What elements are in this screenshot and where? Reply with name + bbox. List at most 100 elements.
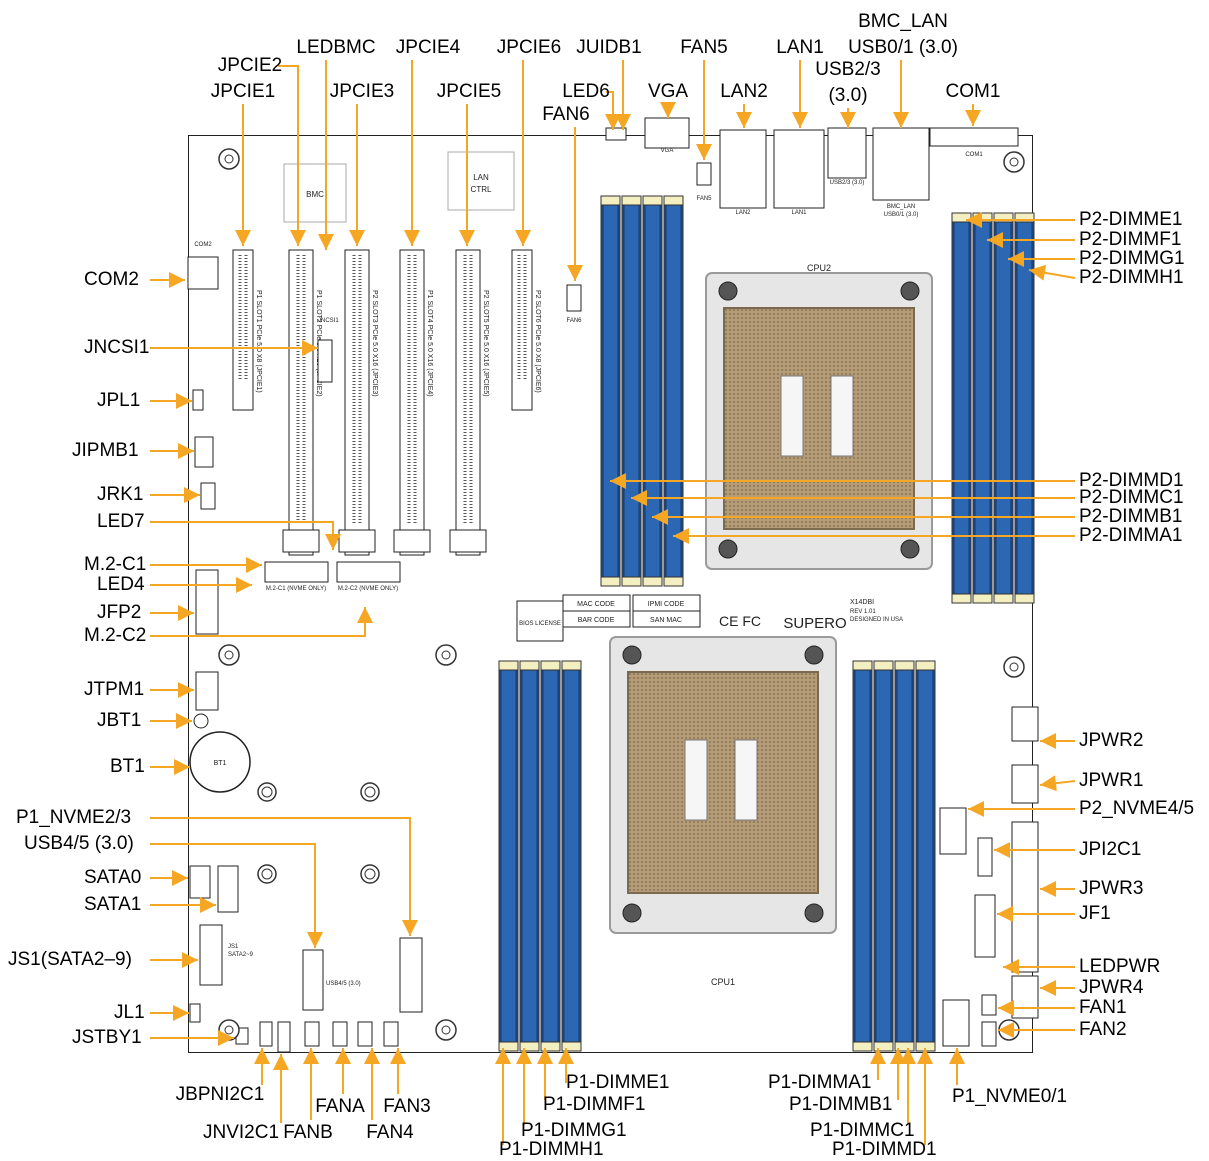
p1-left-dimms-tab-bot-0 [498, 1041, 519, 1052]
lan-ctrl-label-2: CTRL [471, 185, 492, 194]
callout-p2e1: P2-DIMME1 [1079, 209, 1183, 230]
callout-jpcie4: JPCIE4 [395, 37, 461, 58]
p2-right-dimms-tab-bot-0 [951, 593, 972, 604]
com2-silk: COM2 [194, 242, 212, 248]
p2nvme45-connector [939, 807, 967, 855]
arrow-jrk1-arrowhead [184, 487, 200, 503]
jl1-header [189, 1003, 201, 1023]
callout-fan2: FAN2 [1079, 1019, 1127, 1040]
callout-sata0: SATA0 [84, 867, 142, 888]
callout-p1nvme01: P1_NVME0/1 [952, 1086, 1068, 1107]
callout-fan5: FAN5 [680, 37, 728, 58]
p2-left-dimms-tab-bot-2 [642, 576, 663, 587]
sata1-connector [217, 865, 239, 913]
callout-p1h1: P1-DIMMH1 [499, 1139, 604, 1160]
p2-right-dimms-tab-top-3 [1014, 212, 1035, 223]
cpu2-screw-1 [900, 281, 920, 301]
cpu1-window-b [734, 739, 758, 821]
callout-vga: VGA [647, 81, 689, 102]
uid-switch [605, 127, 627, 141]
bmclan-silk-1: BMC_LAN [887, 204, 915, 210]
arrow-jstby1-arrowhead [218, 1030, 234, 1046]
bmclan-port [872, 127, 930, 201]
arrow-jpi2c1-arrowhead [994, 842, 1010, 858]
js1-connector [199, 924, 223, 986]
callout-com2: COM2 [84, 269, 139, 290]
callout-led7: LED7 [97, 511, 145, 532]
callout-jpwr3: JPWR3 [1079, 878, 1144, 899]
callout-fan1: FAN1 [1079, 997, 1127, 1018]
vga-connector [644, 117, 690, 149]
callout-led4: LED4 [97, 574, 145, 595]
usb23-port [827, 127, 867, 179]
callout-usb23_b: (3.0) [828, 85, 868, 106]
arrow-p1g1-arrowhead [516, 1048, 532, 1064]
pcie-slot-1 [232, 249, 254, 411]
callout-jpwr1: JPWR1 [1079, 770, 1144, 791]
p1-right-dimms-tab-top-3 [915, 660, 936, 671]
jf1-header [974, 894, 996, 958]
callout-bmclan_b: USB0/1 (3.0) [848, 37, 958, 58]
fan5-header [696, 162, 712, 186]
pcie-slot-5-latch [449, 529, 487, 553]
bmc-label: BMC [306, 190, 324, 199]
p1-left-dimms-tab-bot-3 [561, 1041, 582, 1052]
arrow-com2-arrowhead [169, 272, 185, 288]
jncsi1-silk: JNCSI1 [318, 318, 339, 324]
p1-left-dimms-tab-bot-2 [540, 1041, 561, 1052]
callout-p2d1: P2-DIMMD1 [1079, 470, 1184, 491]
bt1-silk: BT1 [214, 760, 227, 767]
lan-ctrl-chip [447, 151, 515, 211]
arrow-jpcie3-arrowhead [349, 230, 365, 246]
p1-left-dimms-slot-inner-0 [500, 668, 517, 1044]
model-text: X14DBI [850, 599, 874, 606]
callout-sata1: SATA1 [84, 894, 142, 915]
p1-right-dimms-slot-inner-0 [854, 668, 871, 1044]
sata0-connector [189, 865, 211, 899]
arrow-fana-arrowhead [335, 1048, 351, 1064]
arrow-p2nvme45-arrowhead [968, 801, 984, 817]
designed-text: DESIGNED IN USA [850, 617, 903, 623]
arrow-jtpm1-arrowhead [178, 682, 194, 698]
p2-left-dimms-tab-bot-0 [600, 576, 621, 587]
lan2-silk: LAN2 [735, 210, 751, 216]
cpu1-screw-0 [622, 645, 642, 665]
cpu2-screw-0 [718, 281, 738, 301]
bios-license-box [516, 600, 564, 642]
p2-right-dimms-slot-inner-1 [974, 220, 991, 596]
lan2-port [719, 129, 767, 209]
callout-led6: LED6 [562, 81, 610, 102]
p2-left-dimms-tab-top-1 [621, 195, 642, 206]
mount-hole-inner-4 [1009, 662, 1019, 672]
p2-right-dimms-slot-inner-0 [953, 220, 970, 596]
fan2-header [981, 1021, 997, 1047]
fan5-silk: FAN5 [696, 196, 712, 202]
cpu1-window-a [684, 739, 708, 821]
callout-p2c1: P2-DIMMC1 [1079, 487, 1184, 508]
p1-right-dimms-slot-inner-2 [896, 668, 913, 1044]
callout-p1a1: P1-DIMMA1 [768, 1072, 872, 1093]
pcie-slot-2-latch [282, 529, 320, 553]
arrow-m2c2-arrowhead [357, 607, 373, 623]
p1-right-dimms-tab-bot-2 [894, 1041, 915, 1052]
arrow-jl1-arrowhead [173, 1005, 189, 1021]
jpwr3-connector [1011, 821, 1039, 973]
arrow-com1-arrowhead [965, 110, 981, 126]
pcie-slot-1-label: P1 SLOT1 PCIe 5.0 X8 (JPCIE1) [255, 290, 262, 393]
callout-p1e1: P1-DIMME1 [566, 1072, 670, 1093]
arrow-jncsi1-arrowhead [302, 340, 318, 356]
callout-p2f1: P2-DIMMF1 [1079, 229, 1182, 250]
cpu1-screw-1 [804, 645, 824, 665]
arrow-vga-arrowhead [660, 102, 676, 118]
cpu2-socket [723, 307, 915, 530]
m2c2-socket [336, 561, 401, 583]
arrow-led6-arrowhead [605, 114, 621, 130]
fan6-silk: FAN6 [566, 318, 582, 324]
jfp2-header [195, 569, 219, 635]
jncsi1-header [317, 339, 333, 383]
callout-p2nvme45: P2_NVME4/5 [1079, 798, 1195, 819]
com1-silk: COM1 [965, 152, 983, 158]
arrow-jpcie4-arrowhead [404, 230, 420, 246]
arrow-jbt1-arrowhead [176, 713, 192, 729]
